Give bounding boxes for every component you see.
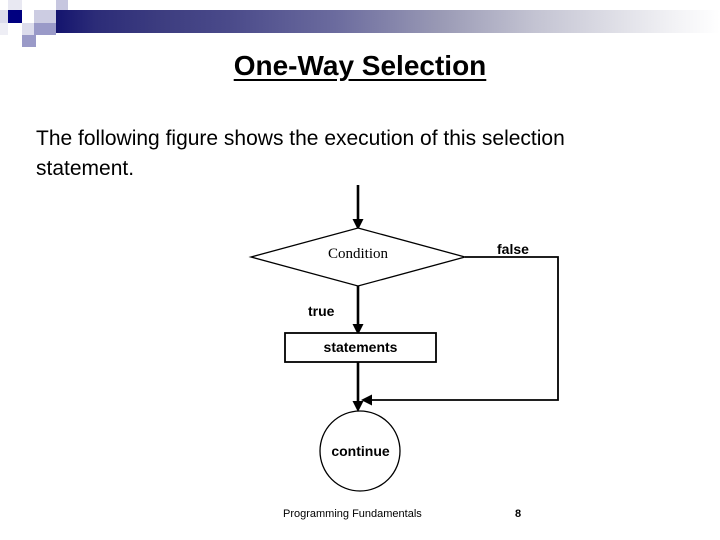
deco-square bbox=[0, 35, 22, 47]
deco-square bbox=[56, 0, 68, 10]
entry-arrow bbox=[352, 185, 364, 230]
footer-page-number: 8 bbox=[515, 508, 522, 520]
deco-square bbox=[22, 35, 36, 47]
deco-square bbox=[34, 23, 56, 35]
deco-square bbox=[22, 10, 34, 23]
decision-label: Condition bbox=[327, 246, 388, 262]
statements-label: statements bbox=[323, 339, 398, 355]
header-gradient-bar bbox=[56, 10, 720, 33]
page-title: One-Way Selection bbox=[0, 50, 720, 82]
continue-label: continue bbox=[331, 443, 390, 459]
deco-square bbox=[8, 0, 22, 10]
false-branch-path bbox=[361, 256, 559, 406]
true-branch-arrow bbox=[352, 286, 364, 335]
deco-square bbox=[34, 10, 56, 23]
deco-square bbox=[0, 23, 8, 35]
statements-to-continue-arrow bbox=[352, 362, 364, 412]
deco-square-navy bbox=[8, 10, 22, 23]
header-decoration bbox=[0, 0, 720, 48]
page-title-text: One-Way Selection bbox=[233, 50, 487, 81]
true-branch-label: true bbox=[308, 303, 335, 319]
footer-course-title: Programming Fundamentals bbox=[283, 508, 422, 520]
body-paragraph: The following figure shows the execution… bbox=[36, 127, 565, 180]
deco-square bbox=[22, 23, 34, 35]
deco-square-navy bbox=[0, 10, 8, 23]
deco-square bbox=[34, 0, 56, 10]
deco-square bbox=[0, 0, 8, 10]
false-branch-label: false bbox=[497, 241, 529, 257]
